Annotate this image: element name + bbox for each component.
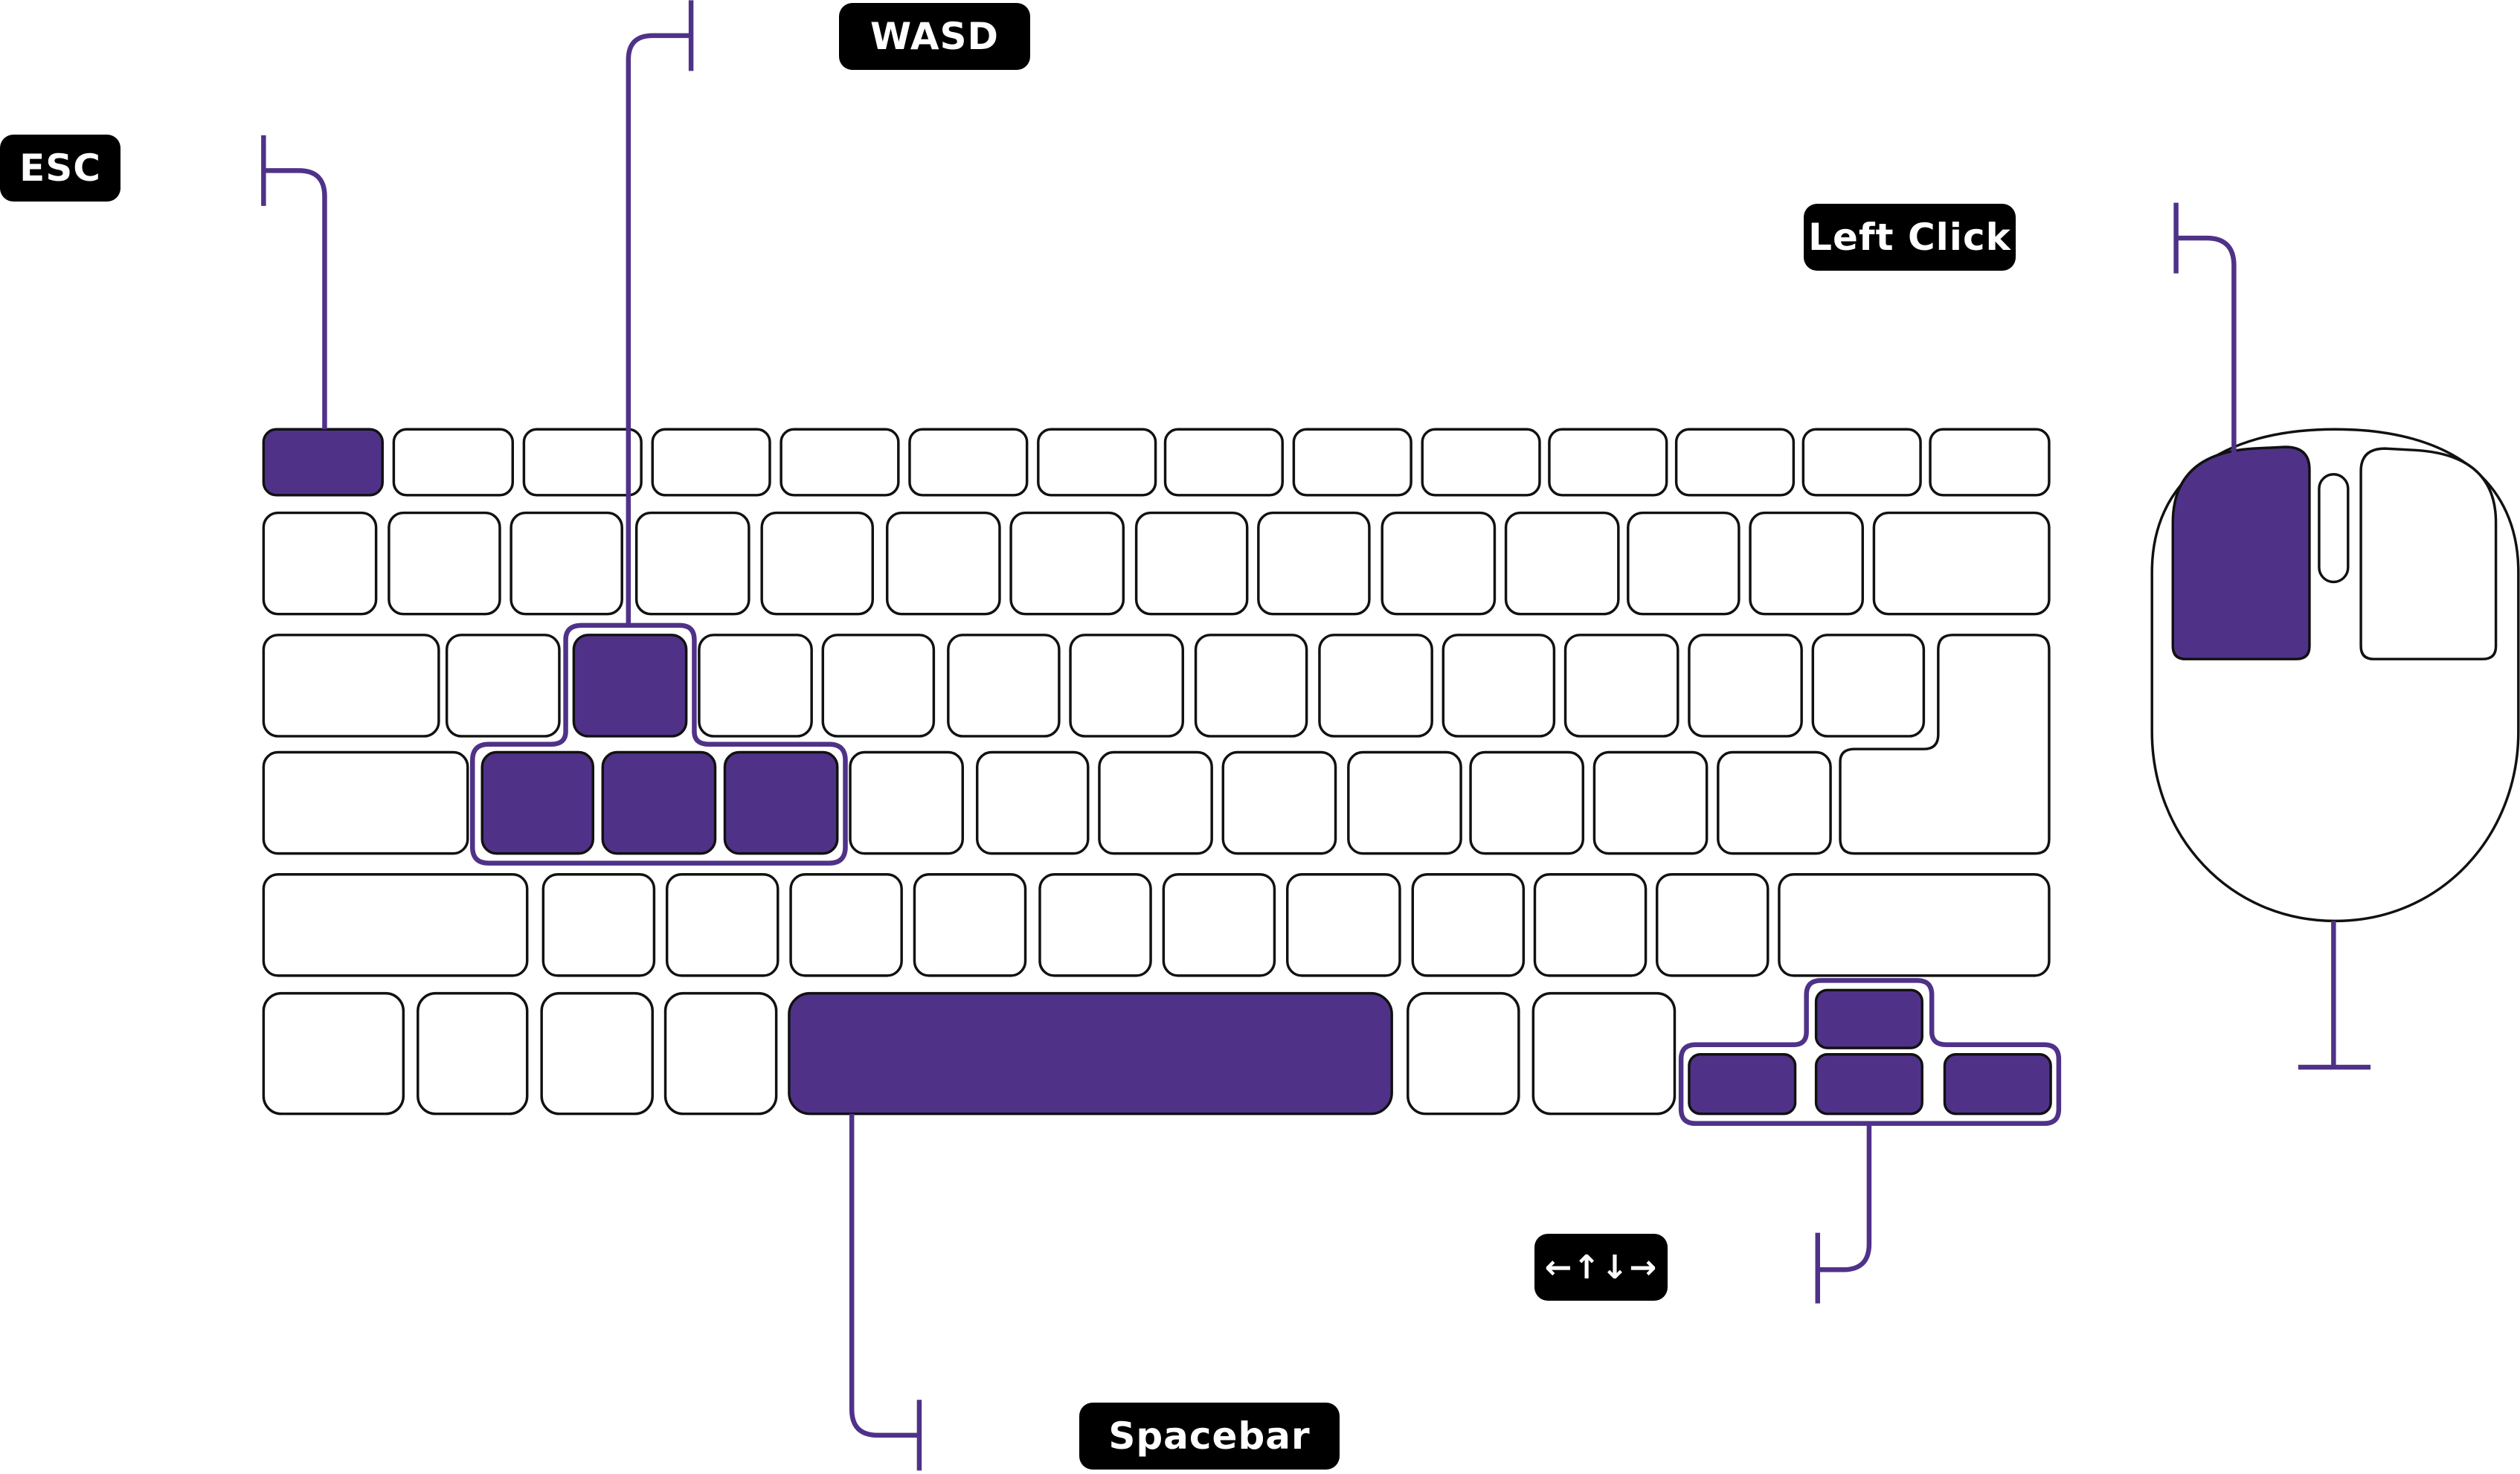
key xyxy=(947,634,1061,738)
key xyxy=(1441,634,1556,738)
key-tab xyxy=(262,634,440,738)
key xyxy=(1286,873,1401,977)
key xyxy=(821,634,936,738)
key xyxy=(1717,750,1832,855)
key-left xyxy=(1688,1053,1797,1116)
mouse-right-button xyxy=(2359,447,2498,660)
key xyxy=(913,873,1027,977)
key xyxy=(522,428,643,497)
spacebar-label: Spacebar xyxy=(1079,1403,1340,1470)
leader-lines xyxy=(261,0,2371,1471)
key-down xyxy=(1814,1053,1923,1116)
key-shift-right xyxy=(1778,873,2051,977)
key xyxy=(698,634,813,738)
key xyxy=(789,873,903,977)
left-click-label: Left Click xyxy=(1804,204,2016,271)
key-caps xyxy=(262,750,469,855)
key xyxy=(510,511,623,616)
key xyxy=(1469,750,1585,855)
key xyxy=(1811,634,1926,738)
key xyxy=(651,428,771,497)
key-shift-left xyxy=(262,873,529,977)
key-esc xyxy=(262,428,384,497)
key-q xyxy=(445,634,561,738)
key xyxy=(908,428,1029,497)
key xyxy=(1655,873,1770,977)
key xyxy=(780,428,900,497)
key xyxy=(1037,428,1157,497)
key xyxy=(760,511,874,616)
key xyxy=(541,873,656,977)
key xyxy=(1318,634,1433,738)
key xyxy=(1221,750,1337,855)
key xyxy=(1163,428,1284,497)
wasd-outline xyxy=(470,622,848,866)
key-d xyxy=(723,750,839,855)
key xyxy=(1380,511,1497,616)
key xyxy=(1563,634,1680,738)
key xyxy=(1347,750,1462,855)
key xyxy=(634,511,750,616)
key-enter xyxy=(1839,634,2051,855)
key xyxy=(1407,991,1520,1116)
key xyxy=(1548,428,1668,497)
mouse xyxy=(2150,428,2520,923)
key xyxy=(1531,991,1677,1116)
wasd-label: WASD xyxy=(839,3,1030,70)
key xyxy=(1069,634,1185,738)
left-click-leader-line xyxy=(2173,202,2237,454)
arrows-label: ←↑↓→ xyxy=(1534,1234,1668,1301)
key xyxy=(1421,428,1541,497)
key xyxy=(1592,750,1709,855)
key-s xyxy=(601,750,717,855)
keyboard xyxy=(262,428,2052,1116)
key xyxy=(1009,511,1125,616)
key xyxy=(392,428,514,497)
key xyxy=(1098,750,1213,855)
key xyxy=(262,511,378,616)
key xyxy=(1627,511,1740,616)
key xyxy=(1162,873,1276,977)
key xyxy=(388,511,501,616)
mouse-left-button xyxy=(2171,445,2311,660)
key xyxy=(1929,428,2051,497)
key-up xyxy=(1814,988,1923,1049)
key xyxy=(540,991,654,1116)
highlight-outlines xyxy=(470,622,2062,1126)
key xyxy=(1688,634,1803,738)
key-right xyxy=(1943,1053,2052,1116)
key xyxy=(1292,428,1412,497)
key xyxy=(1134,511,1249,616)
wasd-leader-line xyxy=(626,0,694,625)
key xyxy=(1257,511,1371,616)
key xyxy=(417,991,529,1116)
key-space xyxy=(788,991,1393,1116)
key xyxy=(1801,428,1922,497)
spacebar-leader-line xyxy=(849,1113,922,1471)
mouse-bottom-leader-line xyxy=(2298,921,2371,1070)
key-backspace xyxy=(1872,511,2051,616)
key xyxy=(262,991,405,1116)
key xyxy=(975,750,1090,855)
arrows-leader-line xyxy=(1815,1123,1872,1304)
key xyxy=(1533,873,1648,977)
arrow-keys-outline xyxy=(1678,978,2062,1126)
key xyxy=(1674,428,1796,497)
key xyxy=(1194,634,1308,738)
key xyxy=(1411,873,1526,977)
key xyxy=(1038,873,1152,977)
key xyxy=(885,511,1001,616)
key xyxy=(665,873,780,977)
esc-leader-line xyxy=(261,135,327,430)
key-w xyxy=(572,634,688,738)
key-a xyxy=(480,750,595,855)
key xyxy=(849,750,964,855)
esc-label: ESC xyxy=(0,135,120,202)
key xyxy=(1749,511,1864,616)
mouse-scroll-wheel xyxy=(2318,472,2350,584)
key xyxy=(1504,511,1620,616)
key xyxy=(663,991,778,1116)
